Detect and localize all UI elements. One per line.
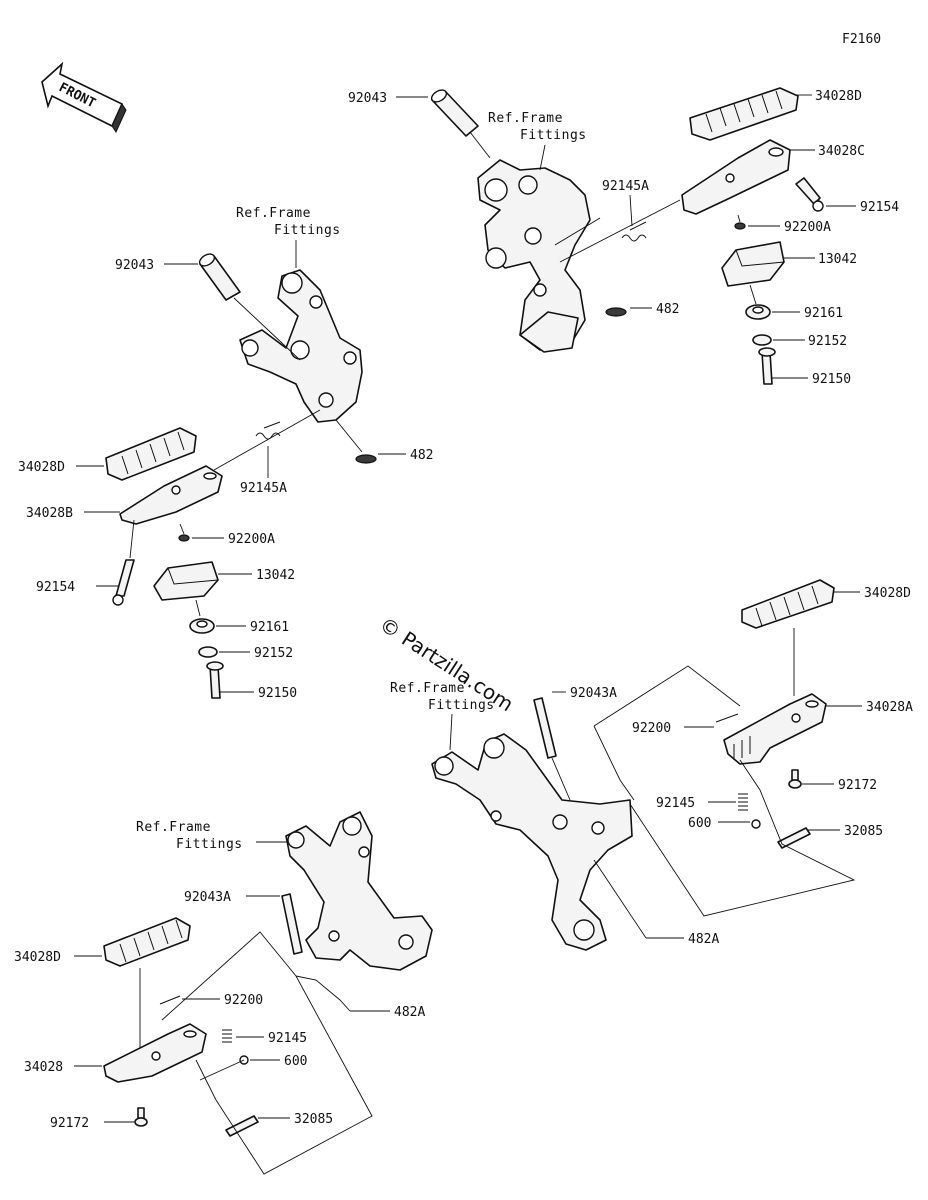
damper-13042-top (721, 241, 785, 287)
ref-label-bl-2: Fittings (176, 837, 243, 852)
callout-tr-482: 482 (656, 302, 679, 317)
callout-mr-92200: 92200 (632, 721, 671, 736)
bracket-mid-right (431, 733, 633, 951)
bolt-92154-left (112, 559, 135, 606)
bracket-bottom-left (285, 811, 433, 971)
callout-tl-92161: 92161 (250, 620, 289, 635)
callout-tl-482: 482 (410, 448, 433, 463)
washer-92200a-left (178, 534, 190, 542)
ball-600-mid (751, 819, 761, 829)
callout-mr-32085: 32085 (844, 824, 883, 839)
callout-tr-92145a: 92145A (602, 179, 649, 194)
washer-92200a-top (734, 222, 746, 230)
callout-tr-92161: 92161 (804, 306, 843, 321)
peg-rubber-34028d-left (105, 427, 197, 481)
peg-34028-bl (103, 1023, 207, 1083)
callout-tr-92043: 92043 (348, 91, 387, 106)
callout-bl-482a: 482A (394, 1005, 425, 1020)
peg-34028b-left (119, 465, 223, 525)
callout-bl-92200: 92200 (224, 993, 263, 1008)
callout-bl-92145: 92145 (268, 1031, 307, 1046)
callout-mr-34028d: 34028D (864, 586, 911, 601)
callout-tl-92152: 92152 (254, 646, 293, 661)
callout-tl-13042: 13042 (256, 568, 295, 583)
callout-tr-92200a: 92200A (784, 220, 831, 235)
callout-bl-34028d: 34028D (14, 950, 61, 965)
peg-34028a-mid (723, 693, 827, 765)
callout-tr-34028c: 34028C (818, 144, 865, 159)
bolt-92172-bl (134, 1107, 148, 1127)
pin-92043-left (198, 253, 241, 301)
callout-tr-13042: 13042 (818, 252, 857, 267)
circlip-482-top (605, 307, 627, 317)
spring-92145a-top (621, 221, 647, 242)
callout-mr-600: 600 (688, 816, 711, 831)
spring-92145a-left (255, 421, 281, 440)
bracket-top-right (477, 159, 601, 353)
callout-bl-34028: 34028 (24, 1060, 63, 1075)
callout-tl-92145a: 92145A (240, 481, 287, 496)
spring-92145-mid (738, 793, 748, 811)
collar-92161-top (745, 304, 771, 320)
bolt-92150-left (206, 661, 224, 699)
callout-bl-92043a: 92043A (184, 890, 231, 905)
callout-tr-92152: 92152 (808, 334, 847, 349)
callout-tl-34028d: 34028D (18, 460, 65, 475)
collar-92161-left (189, 618, 215, 634)
ref-label-bl-1: Ref.Frame (136, 820, 211, 835)
pin-92043a-bl (281, 893, 303, 955)
callout-tr-92150: 92150 (812, 372, 851, 387)
damper-13042-left (153, 561, 219, 601)
pin-92200-bl (159, 995, 181, 1005)
ref-label-tl-2: Fittings (274, 223, 341, 238)
ref-label-tl-1: Ref.Frame (236, 206, 311, 221)
callout-tr-92154: 92154 (860, 200, 899, 215)
bolt-92150-top (758, 347, 776, 385)
plate-32085-bl (225, 1115, 259, 1137)
collar-92152-top (752, 334, 772, 346)
callout-mr-92043a: 92043A (570, 686, 617, 701)
callout-mr-92145: 92145 (656, 796, 695, 811)
callout-mr-92172: 92172 (838, 778, 877, 793)
spring-92145-bl (222, 1029, 232, 1043)
bolt-92154-top (795, 177, 824, 212)
plate-32085-mid (777, 827, 811, 849)
ref-label-tr-1: Ref.Frame (488, 111, 563, 126)
callout-tl-92150: 92150 (258, 686, 297, 701)
figure-code: F2160 (842, 32, 881, 47)
pin-92200-mid (715, 713, 739, 723)
callout-bl-600: 600 (284, 1054, 307, 1069)
bracket-top-left (239, 269, 363, 423)
callout-tl-34028b: 34028B (26, 506, 73, 521)
bolt-92172-mid (788, 769, 802, 789)
peg-rubber-34028d-bl (103, 917, 191, 967)
circlip-482-left (355, 454, 377, 464)
callout-bl-32085: 32085 (294, 1112, 333, 1127)
ref-label-tr-2: Fittings (520, 128, 587, 143)
peg-rubber-34028d-top (689, 87, 799, 141)
front-arrow-icon: FRONT (41, 61, 127, 134)
callout-bl-92172: 92172 (50, 1116, 89, 1131)
callout-tr-34028d: 34028D (815, 89, 862, 104)
callout-mr-34028a: 34028A (866, 700, 913, 715)
collar-92152-left (198, 646, 218, 658)
callout-tl-92200a: 92200A (228, 532, 275, 547)
ref-label-mr-2: Fittings (428, 698, 495, 713)
ref-label-mr-1: Ref.Frame (390, 681, 465, 696)
pin-92043a-mid (533, 697, 557, 759)
callout-tl-92154: 92154 (36, 580, 75, 595)
pin-92043-top (430, 89, 479, 137)
peg-rubber-34028d-mid (741, 579, 835, 629)
peg-34028c-top (681, 139, 791, 215)
callout-mr-482a: 482A (688, 932, 719, 947)
callout-tl-92043: 92043 (115, 258, 154, 273)
